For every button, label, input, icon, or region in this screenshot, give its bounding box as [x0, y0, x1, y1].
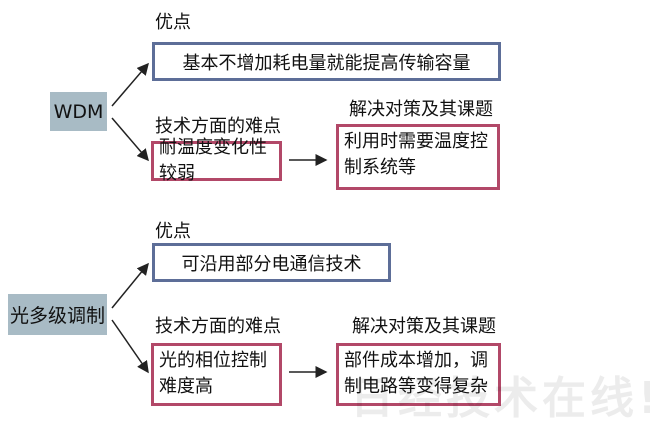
solution-label: 解决对策及其课题 — [352, 316, 496, 337]
solution-label: 解决对策及其课题 — [349, 99, 493, 120]
advantage-label: 优点 — [155, 12, 191, 33]
arrow-mod-difficulty — [111, 319, 149, 374]
difficulty-box: 光的相位控制难度高 — [151, 343, 282, 406]
arrow-wdm-difficulty — [111, 117, 149, 162]
arrow-wdm-advantage — [111, 62, 149, 107]
solution-box: 部件成本增加，调制电路等变得复杂 — [336, 343, 501, 406]
source-box-multilevel-modulation: 光多级调制 — [8, 294, 107, 335]
advantage-box: 基本不增加耗电量就能提高传输容量 — [152, 42, 501, 81]
watermark: 日经技术在线! — [350, 373, 650, 424]
difficulty-box: 耐温度变化性较弱 — [151, 137, 282, 184]
difficulty-label: 技术方面的难点 — [155, 316, 281, 337]
difficulty-label: 技术方面的难点 — [155, 116, 281, 137]
solution-box: 利用时需要温度控制系统等 — [336, 124, 500, 190]
advantage-box: 可沿用部分电通信技术 — [152, 243, 391, 282]
source-box-wdm: WDM — [50, 92, 107, 131]
arrow-mod-advantage — [111, 262, 149, 309]
advantage-label: 优点 — [155, 221, 191, 242]
